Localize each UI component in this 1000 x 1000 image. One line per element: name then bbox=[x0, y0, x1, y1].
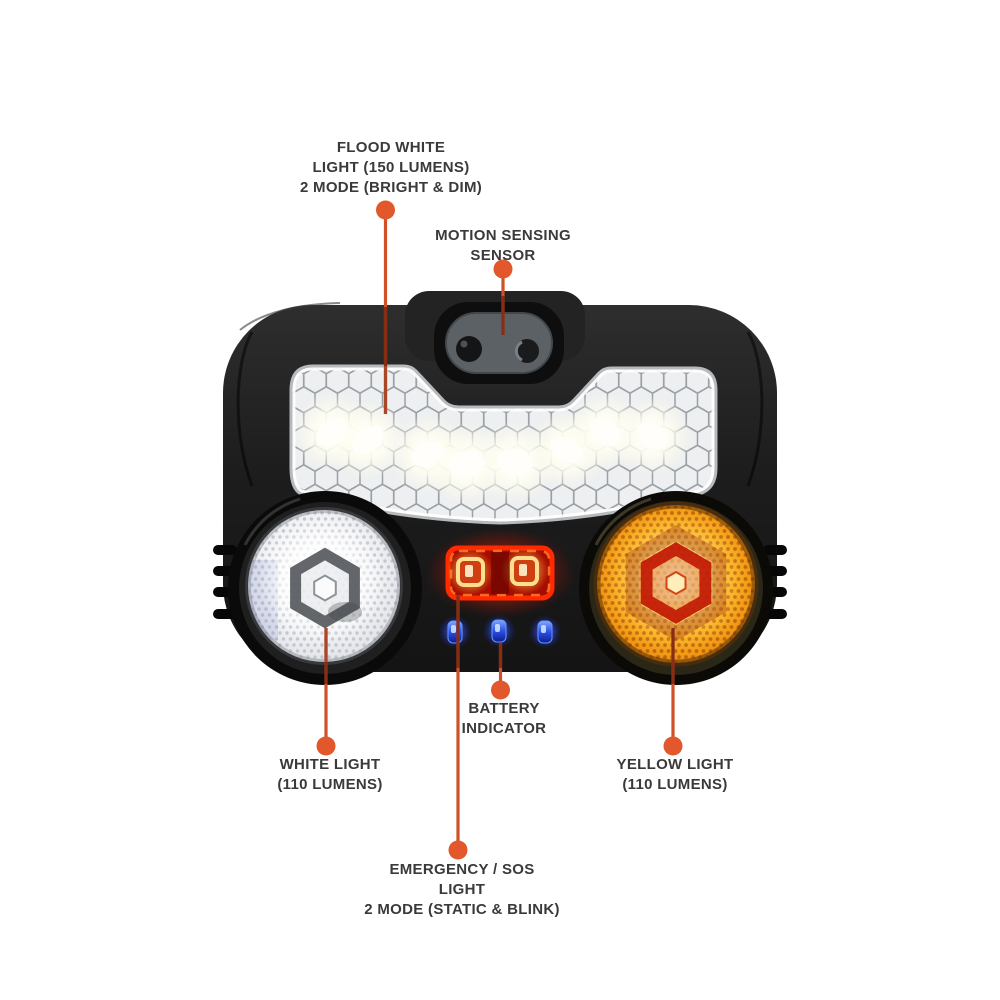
leader-dot-motion bbox=[493, 259, 513, 279]
callout-text-line: SENSOR bbox=[470, 247, 536, 264]
callout-text-line: MOTION SENSING bbox=[435, 227, 571, 244]
callout-white-light: WHITE LIGHT (110 LUMENS) bbox=[277, 755, 382, 795]
white-light bbox=[228, 491, 422, 685]
motion-sensor bbox=[434, 302, 564, 384]
callout-text-line: WHITE LIGHT bbox=[279, 756, 381, 773]
leader-dot-yellow bbox=[663, 736, 683, 756]
callout-text-line: 2 MODE (STATIC & BLINK) bbox=[364, 901, 560, 918]
flood-led-array bbox=[292, 392, 692, 506]
leader-dot-battery bbox=[491, 680, 510, 700]
sensor-lens-left bbox=[456, 336, 482, 362]
callout-text-line: LIGHT bbox=[438, 881, 486, 898]
leader-dot-flood bbox=[376, 200, 395, 220]
callout-leader-lines bbox=[316, 200, 683, 860]
callout-flood-white-light: FLOOD WHITE LIGHT (150 LUMENS) 2 MODE (B… bbox=[300, 138, 482, 198]
callout-text-line: INDICATOR bbox=[461, 720, 547, 737]
callout-text-line: (110 LUMENS) bbox=[277, 776, 383, 793]
callout-battery-indicator: BATTERY INDICATOR bbox=[462, 699, 547, 739]
callout-text-line: FLOOD WHITE bbox=[336, 139, 446, 156]
callout-text-line: LIGHT (150 LUMENS) bbox=[312, 159, 470, 176]
emergency-sos-light bbox=[425, 528, 575, 618]
battery-indicator-leds bbox=[438, 614, 562, 649]
callout-text-line: YELLOW LIGHT bbox=[616, 756, 734, 773]
callout-text-line: (110 LUMENS) bbox=[622, 776, 728, 793]
callout-motion-sensing-sensor: MOTION SENSING SENSOR bbox=[435, 226, 571, 266]
callout-text-line: EMERGENCY / SOS bbox=[389, 861, 535, 878]
leader-dot-white bbox=[316, 736, 336, 756]
callout-text-line: BATTERY bbox=[468, 700, 540, 717]
yellow-light bbox=[579, 491, 773, 685]
sensor-lens-right bbox=[515, 339, 539, 363]
callout-text-line: 2 MODE (BRIGHT & DIM) bbox=[299, 179, 483, 196]
callout-yellow-light: YELLOW LIGHT (110 LUMENS) bbox=[617, 755, 734, 795]
leader-dot-emergency bbox=[448, 840, 468, 860]
callout-emergency-sos-light: EMERGENCY / SOS LIGHT 2 MODE (STATIC & B… bbox=[364, 860, 560, 920]
